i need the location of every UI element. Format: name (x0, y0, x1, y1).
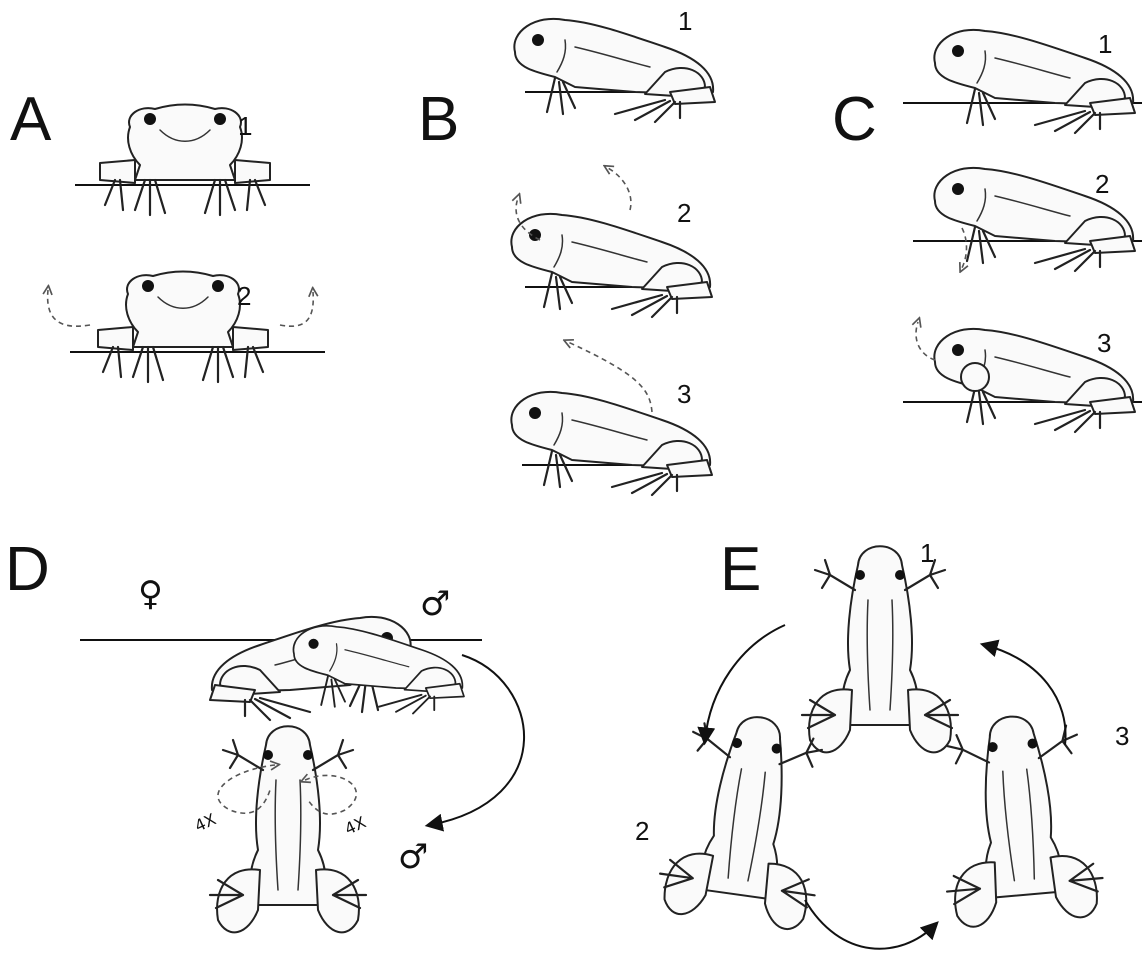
panel-b: B 1 2 3 (418, 6, 715, 495)
frog-dorsal-step-1 (802, 546, 958, 752)
frog-side-view-raised (511, 214, 712, 317)
step-number: 2 (1095, 169, 1109, 199)
panel-c: C 1 2 3 (832, 29, 1142, 432)
repeat-count-left: 4X (192, 809, 219, 835)
arm-wave-arrow-right (280, 292, 313, 326)
step-number: 3 (1097, 328, 1111, 358)
rotation-arrow-2-to-3 (805, 900, 935, 949)
panel-letter-e: E (720, 535, 761, 604)
panel-letter-b: B (418, 85, 459, 154)
vocal-call-arrow (916, 322, 935, 360)
step-number: 1 (678, 6, 692, 36)
male-symbol: ♂ (420, 584, 450, 624)
panel-letter-d: D (5, 535, 50, 604)
step-number: 3 (677, 379, 691, 409)
mouth-open-arrow (962, 228, 967, 268)
male-frog-dorsal (210, 726, 366, 932)
repeat-count-right: 4X (342, 812, 369, 838)
male-symbol: ♂ (398, 837, 428, 877)
step-number: 1 (1098, 29, 1112, 59)
panel-e: E 1 2 3 (635, 535, 1129, 949)
panel-d: D ♀ ♂ 4X 4X ♂ (5, 535, 524, 932)
body-lift-arrow (608, 168, 631, 210)
step-number: 3 (1115, 721, 1129, 751)
step-number: 2 (635, 816, 649, 846)
panel-letter-c: C (832, 85, 877, 154)
arm-wave-arrow-left (48, 290, 90, 326)
frog-dorsal-step-3 (932, 710, 1105, 929)
step-number: 2 (237, 281, 251, 311)
male-frog (293, 626, 464, 714)
female-symbol: ♀ (138, 574, 163, 614)
panel-a: A 1 2 (10, 85, 325, 382)
step-number: 2 (677, 198, 691, 228)
step-number: 1 (238, 111, 252, 141)
panel-letter-a: A (10, 85, 52, 154)
vocal-sac (961, 363, 989, 391)
step-number: 1 (920, 538, 934, 568)
